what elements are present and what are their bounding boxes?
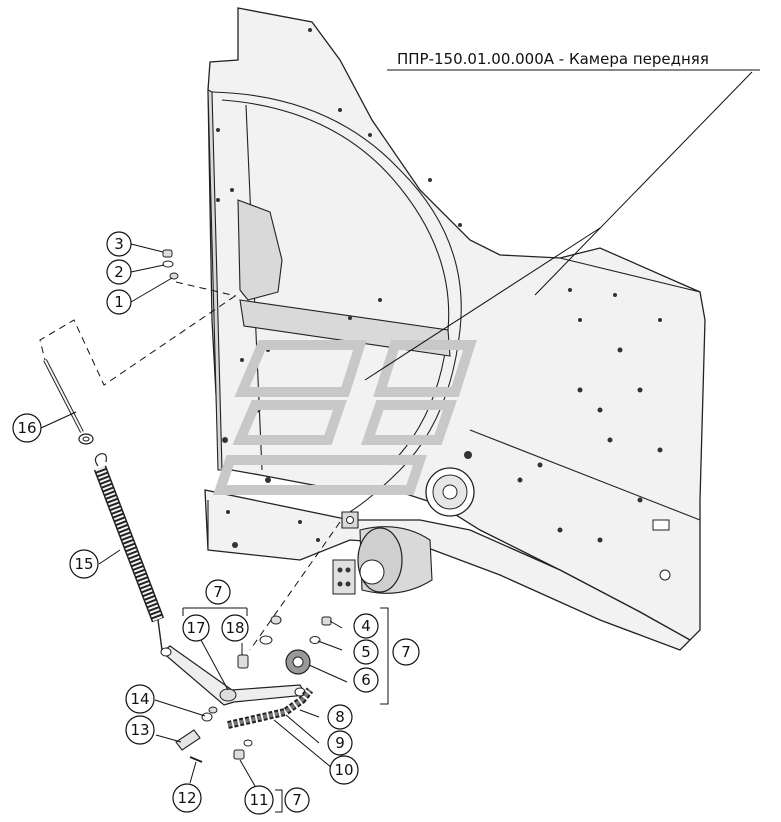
callout-label: 16 xyxy=(17,419,36,437)
callout-label: 5 xyxy=(361,643,371,661)
callout-label: 7 xyxy=(401,643,411,661)
callout-8: 8 xyxy=(327,704,353,730)
callout-label: 11 xyxy=(249,791,268,809)
callout-label: 13 xyxy=(130,721,149,739)
callout-2: 2 xyxy=(106,259,132,285)
callout-16: 16 xyxy=(12,413,42,443)
leader-lines xyxy=(40,69,760,813)
callout-label: 10 xyxy=(334,761,353,779)
callout-label: 17 xyxy=(186,619,205,637)
callout-label: 3 xyxy=(114,235,124,253)
callout-label: 9 xyxy=(335,734,345,752)
sprocket-and-bolts xyxy=(285,616,332,675)
callout-label: 4 xyxy=(361,617,371,635)
callout-11: 11 xyxy=(244,785,274,815)
callout-13: 13 xyxy=(125,715,155,745)
tension-spring xyxy=(93,453,165,651)
callout-7-top: 7 xyxy=(205,579,231,605)
callout-label: 1 xyxy=(114,293,124,311)
callout-label: 15 xyxy=(74,555,93,573)
dashed-assembly-lines xyxy=(39,281,341,651)
callout-12: 12 xyxy=(172,783,202,813)
callout-3: 3 xyxy=(106,231,132,257)
small-hardware-1-2-3 xyxy=(162,249,179,280)
tensioner-arm-assembly xyxy=(160,615,308,706)
callout-6: 6 xyxy=(353,667,379,693)
nut-and-washer-11 xyxy=(233,739,253,760)
tension-rod xyxy=(43,359,94,445)
callout-7-right: 7 xyxy=(392,638,420,666)
callout-4: 4 xyxy=(353,613,379,639)
callout-label: 18 xyxy=(225,619,244,637)
roller-chain xyxy=(227,687,314,729)
front-chamber-housing xyxy=(204,7,706,651)
callout-1: 1 xyxy=(106,289,132,315)
callout-label: 7 xyxy=(213,583,223,601)
assembly-title: ППР-150.01.00.000А - Камера передняя xyxy=(397,50,709,68)
callout-label: 14 xyxy=(130,690,149,708)
callout-15: 15 xyxy=(69,549,99,579)
callout-10: 10 xyxy=(329,755,359,785)
callout-9: 9 xyxy=(327,730,353,756)
callout-14: 14 xyxy=(125,684,155,714)
callout-label: 8 xyxy=(335,708,345,726)
callout-label: 6 xyxy=(361,671,371,689)
callout-label: 7 xyxy=(292,791,302,809)
callout-18: 18 xyxy=(221,614,249,642)
callout-7-bottom: 7 xyxy=(284,787,310,813)
callout-label: 12 xyxy=(177,789,196,807)
watermark-logo xyxy=(213,340,477,495)
pin-washer-cotter xyxy=(175,706,218,763)
callout-17: 17 xyxy=(182,614,210,642)
callout-5: 5 xyxy=(353,639,379,665)
callout-label: 2 xyxy=(114,263,124,281)
